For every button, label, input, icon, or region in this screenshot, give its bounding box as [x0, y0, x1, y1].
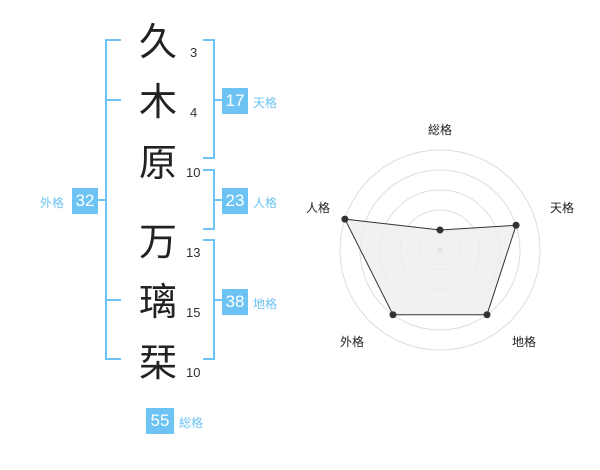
surname-char-3: 原 [138, 141, 177, 185]
radar-point-0 [436, 226, 444, 234]
radar-point-4 [341, 215, 349, 223]
radar-axis-label-gaikaku: 外格 [340, 334, 364, 349]
stroke-count-5: 15 [186, 305, 201, 320]
given-char-1: 万 [138, 220, 177, 264]
stroke-count-4: 13 [186, 245, 201, 260]
tenkaku-value-badge: 17 [222, 88, 248, 114]
radar-axis-label-chikaku: 地格 [512, 334, 536, 349]
stroke-count-1: 3 [190, 45, 198, 60]
jinkaku-value-badge: 23 [222, 188, 248, 214]
radar-axis-label-tenkaku: 天格 [550, 200, 574, 215]
radar-point-1 [512, 221, 520, 229]
given-char-3: 栞 [138, 341, 177, 385]
radar-polygon [344, 218, 517, 316]
gaikaku-label: 外格 [40, 196, 65, 210]
radar-axis-label-jinkaku: 人格 [306, 200, 330, 215]
gaikaku-value-badge: 32 [72, 188, 98, 214]
surname-char-1: 久 [138, 20, 177, 64]
stroke-count-2: 4 [190, 105, 198, 120]
chikaku-label: 地格 [253, 297, 278, 311]
radar-axis-label-soukaku: 総格 [428, 122, 452, 137]
jinkaku-label: 人格 [253, 196, 278, 210]
chikaku-value-badge: 38 [222, 289, 248, 315]
radar-grid-ring [339, 149, 541, 351]
surname-char-2: 木 [138, 80, 177, 124]
radar-point-3 [389, 311, 397, 319]
radar-point-2 [483, 311, 491, 319]
soukaku-value-badge: 55 [146, 408, 174, 434]
stroke-count-3: 10 [186, 165, 201, 180]
stroke-count-6: 10 [186, 365, 201, 380]
tenkaku-label: 天格 [253, 96, 278, 110]
given-char-2: 璃 [138, 280, 177, 324]
soukaku-label: 総格 [179, 416, 204, 430]
radar-points [341, 215, 520, 319]
